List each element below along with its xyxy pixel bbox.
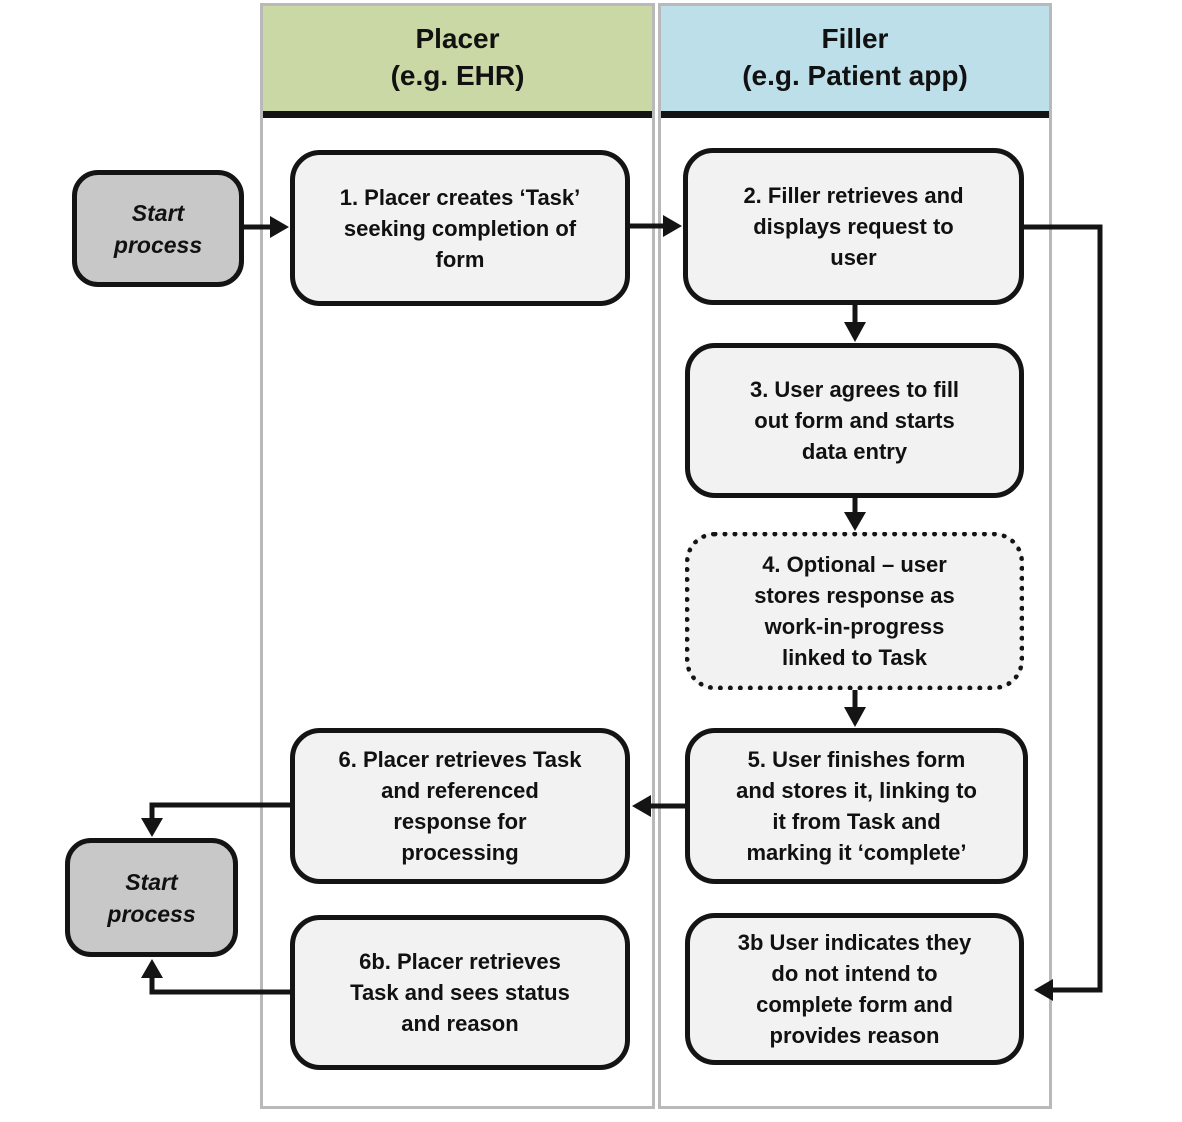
lane-placer-header: Placer (e.g. EHR) (263, 6, 652, 118)
lane-placer-title: Placer (415, 23, 500, 54)
node-3-user-agrees-fill-form: 3. User agrees to fill out form and star… (685, 343, 1024, 498)
node-2-filler-retrieves-displays: 2. Filler retrieves and displays request… (683, 148, 1024, 305)
start-process-node-bottom: Start process (65, 838, 238, 957)
node-4-optional-work-in-progress: 4. Optional – user stores response as wo… (685, 532, 1024, 690)
node-6b-placer-sees-status-reason: 6b. Placer retrieves Task and sees statu… (290, 915, 630, 1070)
node-1-placer-creates-task: 1. Placer creates ‘Task’ seeking complet… (290, 150, 630, 306)
start-process-node-top: Start process (72, 170, 244, 287)
lane-placer-subtitle: (e.g. EHR) (390, 60, 525, 91)
node-5-user-finishes-form: 5. User finishes form and stores it, lin… (685, 728, 1028, 884)
node-3b-user-declines-form: 3b User indicates they do not intend to … (685, 913, 1024, 1065)
node-6-placer-retrieves-response: 6. Placer retrieves Task and referenced … (290, 728, 630, 884)
lane-filler-title: Filler (821, 23, 889, 54)
lane-filler-header: Filler (e.g. Patient app) (661, 6, 1049, 118)
lane-filler-subtitle: (e.g. Patient app) (742, 60, 968, 91)
